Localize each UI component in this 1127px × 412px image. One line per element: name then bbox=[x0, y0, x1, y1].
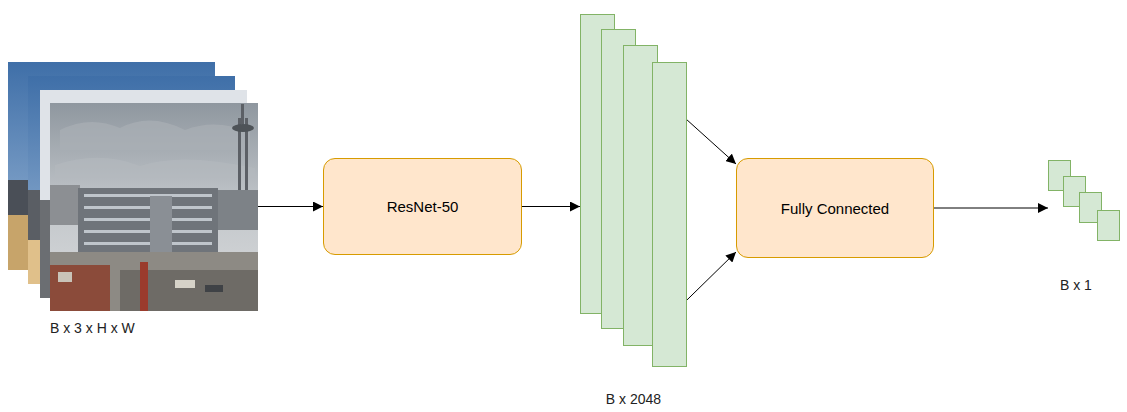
box-label: Fully Connected bbox=[771, 200, 899, 217]
process-box: ResNet-50 bbox=[323, 158, 522, 255]
image-stack: B x 3 x H x W bbox=[8, 62, 258, 310]
shape-label: B x 2048 bbox=[606, 391, 661, 407]
output-stack bbox=[1049, 161, 1120, 241]
arrow-connector bbox=[258, 206, 323, 207]
arrow-connector bbox=[934, 208, 1048, 209]
shape-label: B x 3 x H x W bbox=[50, 320, 135, 336]
photo-front bbox=[50, 103, 258, 311]
feature-stack bbox=[581, 15, 687, 367]
process-box: Fully Connected bbox=[736, 158, 934, 258]
output-stack: B x 1 bbox=[1048, 160, 1120, 241]
feature-stack: B x 2048 bbox=[580, 14, 687, 367]
shape-label: B x 1 bbox=[1060, 277, 1092, 293]
arrow-connector bbox=[687, 120, 736, 164]
arrow-connector bbox=[522, 206, 580, 207]
arrow-connector bbox=[687, 252, 736, 300]
box-label: ResNet-50 bbox=[377, 198, 469, 215]
